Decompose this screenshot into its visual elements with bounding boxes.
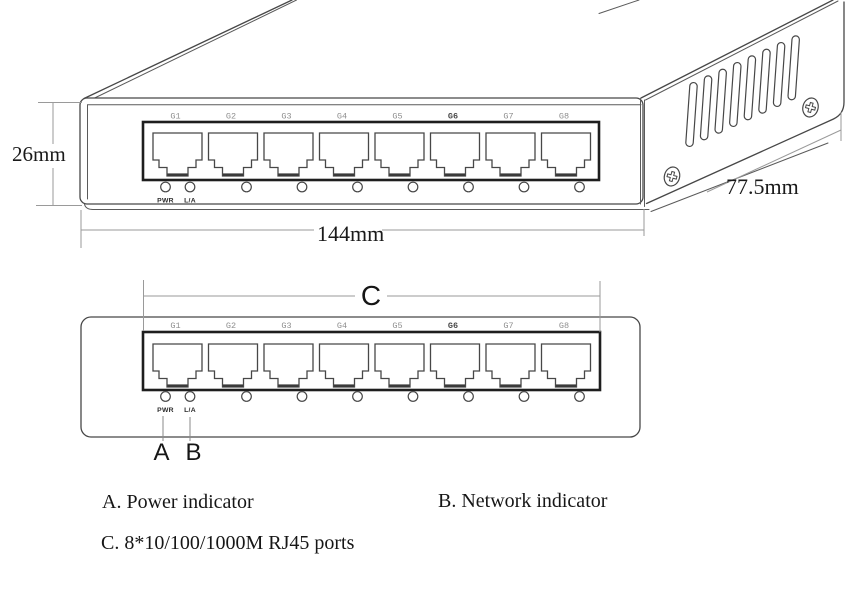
vent-slot — [787, 35, 801, 101]
port-led — [518, 391, 530, 402]
port-label: G7 — [503, 112, 513, 122]
power-led-label: PWR — [157, 198, 174, 205]
vent-slot — [743, 55, 757, 121]
port-label: G2 — [226, 112, 236, 122]
dimension-depth: 77.5mm — [706, 112, 842, 199]
vent-slot — [728, 61, 742, 128]
led-indicators: PWR L/A — [157, 181, 585, 205]
port-label: G4 — [337, 112, 347, 122]
port-led — [463, 181, 474, 193]
dimension-height: 26mm — [12, 102, 82, 206]
port-led — [241, 391, 252, 402]
port-led — [574, 391, 585, 402]
dimension-height-label: 26mm — [12, 142, 66, 166]
port-led — [352, 391, 363, 402]
iso-view: G1 G2 G3 G4 G5 G6 G7 G8 PWR L/A — [12, 0, 845, 248]
port-led — [407, 181, 419, 193]
legend-power: A. Power indicator — [102, 491, 254, 513]
legend-network: B. Network indicator — [438, 490, 608, 512]
screw-icon — [661, 164, 683, 189]
port-led — [241, 181, 252, 193]
port-led — [463, 391, 474, 402]
link-led — [184, 391, 196, 402]
front-face: G1 G2 G3 G4 G5 G6 G7 G8 PWR L/A — [79, 97, 650, 210]
vent-slot — [772, 41, 786, 108]
power-led — [160, 181, 171, 193]
dimension-ports-span: C — [143, 280, 601, 332]
dimension-width-label: 144mm — [317, 221, 384, 246]
port-label: G7 — [503, 321, 513, 331]
dimension-depth-label: 77.5mm — [726, 174, 799, 199]
port-label: G8 — [559, 112, 569, 122]
port-led — [574, 181, 585, 193]
power-led-label: PWR — [157, 407, 174, 414]
port-led — [407, 391, 419, 402]
port-labels: G1 G2 G3 G4 G5 G6 G7 G8 — [170, 112, 569, 122]
dimension-width: 144mm — [80, 209, 645, 248]
vent-slot — [699, 75, 713, 141]
callouts: A B — [153, 416, 202, 466]
link-led — [184, 181, 196, 193]
top-face-edges — [83, 0, 839, 101]
port-label: G4 — [337, 321, 347, 331]
port-led — [296, 181, 308, 193]
legend-ports: C. 8*10/100/1000M RJ45 ports — [101, 532, 355, 554]
port-label: G6 — [448, 112, 458, 122]
vent-slot — [757, 48, 772, 114]
port-label: G1 — [170, 112, 180, 122]
screw-icon — [800, 95, 821, 120]
link-led-label: L/A — [184, 407, 196, 414]
port-led — [352, 181, 363, 193]
link-led-label: L/A — [184, 198, 196, 205]
vent-slot — [714, 68, 728, 134]
front-view: G1 G2 G3 G4 G5 G6 G7 G8 PWR L/A — [80, 280, 641, 466]
port-label: G2 — [226, 321, 236, 331]
port-led — [296, 391, 308, 402]
port-label: G5 — [392, 112, 402, 122]
callout-network-label: B — [185, 439, 201, 466]
port-label: G1 — [170, 321, 180, 331]
dimension-ports-label: C — [361, 280, 381, 311]
vent-slot — [684, 81, 699, 148]
port-label: G8 — [559, 321, 569, 331]
vent-slots — [684, 35, 801, 148]
callout-power-label: A — [153, 439, 169, 466]
power-led — [160, 391, 171, 402]
port-labels: G1 G2 G3 G4 G5 G6 G7 G8 — [170, 321, 569, 331]
port-led — [518, 181, 530, 193]
port-label: G5 — [392, 321, 402, 331]
port-label: G6 — [448, 321, 458, 331]
led-indicators: PWR L/A — [157, 391, 585, 414]
port-label: G3 — [281, 321, 291, 331]
legend: A. Power indicator B. Network indicator … — [101, 490, 608, 554]
port-label: G3 — [281, 112, 291, 122]
